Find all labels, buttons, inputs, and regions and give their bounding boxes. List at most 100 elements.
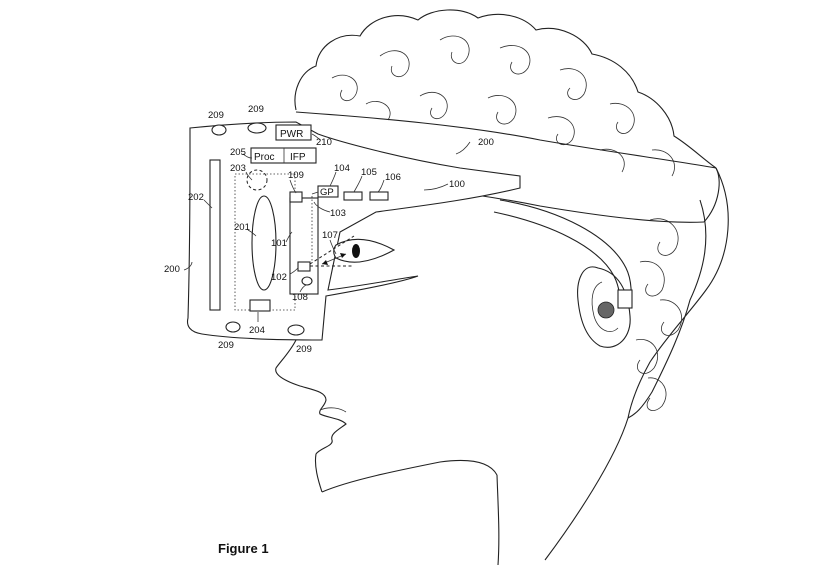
hmd-housing-outline bbox=[186, 121, 521, 341]
hair-curl-5 bbox=[559, 68, 587, 100]
ifp-label: IFP bbox=[290, 152, 306, 163]
proc-ifp-box bbox=[250, 147, 317, 164]
leader-101 bbox=[285, 231, 293, 243]
pwr-label: PWR bbox=[280, 129, 303, 140]
eye-pupil bbox=[352, 244, 360, 258]
label-202: 202 bbox=[188, 192, 204, 203]
display-panel-202 bbox=[209, 159, 221, 311]
hair-curl-11 bbox=[599, 148, 625, 173]
leader-210 bbox=[311, 133, 321, 141]
hair-back-curl-5 bbox=[646, 377, 667, 411]
view-cone bbox=[309, 235, 355, 267]
leader-109 bbox=[289, 179, 297, 194]
label-200-left: 200 bbox=[164, 264, 180, 275]
face-profile bbox=[275, 339, 347, 493]
headband-end-cap bbox=[703, 167, 720, 223]
proc-label: Proc bbox=[254, 152, 275, 163]
component-204 bbox=[249, 299, 271, 312]
label-107: 107 bbox=[322, 230, 338, 241]
label-201: 201 bbox=[234, 222, 250, 233]
gp-label: GP bbox=[320, 187, 334, 198]
leader-103 bbox=[313, 201, 331, 213]
label-105: 105 bbox=[361, 167, 377, 178]
label-101: 101 bbox=[271, 238, 287, 249]
label-109: 109 bbox=[288, 170, 304, 181]
hair-back-curl-1 bbox=[649, 218, 679, 256]
headband-upper-edge bbox=[295, 111, 717, 169]
hair-curl-9 bbox=[547, 116, 575, 146]
label-102: 102 bbox=[271, 272, 287, 283]
figure-caption: Figure 1 bbox=[218, 541, 269, 556]
label-104: 104 bbox=[334, 163, 350, 174]
label-209-bottom-left: 209 bbox=[218, 340, 234, 351]
earpiece-body bbox=[617, 289, 633, 309]
hair-curl-7 bbox=[419, 91, 448, 120]
leader-200-left bbox=[183, 261, 193, 271]
arrow-107-tail bbox=[322, 260, 328, 265]
headband bbox=[295, 111, 720, 319]
component-106 bbox=[369, 191, 389, 201]
hair-curl-8 bbox=[487, 95, 517, 125]
ear-inner bbox=[591, 281, 619, 332]
label-203: 203 bbox=[230, 163, 246, 174]
leader-201 bbox=[247, 229, 257, 237]
hair-back-curl-2 bbox=[639, 260, 665, 297]
label-200-top: 200 bbox=[478, 137, 494, 148]
label-209-top-left: 209 bbox=[208, 110, 224, 121]
earphone-speaker bbox=[597, 301, 615, 319]
lens-201 bbox=[251, 195, 277, 291]
component-108 bbox=[301, 276, 313, 286]
mount-209-bottom-left bbox=[225, 321, 241, 333]
hair-drawing bbox=[294, 9, 717, 419]
label-108: 108 bbox=[292, 292, 308, 303]
hmd-front-unit bbox=[186, 121, 521, 341]
hair-curl-6 bbox=[609, 102, 635, 134]
leader-105 bbox=[353, 175, 363, 193]
leader-104 bbox=[329, 171, 337, 187]
leader-205 bbox=[242, 153, 253, 159]
hair-curl-2 bbox=[379, 50, 410, 78]
mount-209-top-left bbox=[211, 124, 227, 136]
sensor-203 bbox=[246, 169, 268, 191]
lips-line bbox=[319, 407, 347, 413]
leader-200-top bbox=[455, 141, 471, 155]
label-204: 204 bbox=[249, 325, 265, 336]
neck-outline bbox=[496, 474, 500, 566]
hair-back-outline bbox=[627, 199, 707, 419]
hair-curl-10 bbox=[365, 101, 391, 121]
leader-102 bbox=[289, 267, 299, 275]
head-drawing bbox=[275, 167, 729, 566]
arrow-107-head bbox=[340, 253, 346, 258]
back-of-head-outline bbox=[544, 167, 729, 561]
hair-curl-12 bbox=[651, 149, 675, 177]
hair-curl-3 bbox=[439, 35, 470, 64]
leader-203 bbox=[245, 171, 253, 181]
label-106: 106 bbox=[385, 172, 401, 183]
pwr-box bbox=[275, 124, 312, 141]
camera-102 bbox=[297, 261, 311, 272]
hair-curl-1 bbox=[331, 74, 358, 102]
component-109 bbox=[289, 191, 303, 203]
jaw-line bbox=[321, 459, 498, 493]
ear-strap-inner bbox=[493, 211, 621, 309]
label-209-top-mid: 209 bbox=[248, 104, 264, 115]
mount-209-bottom-mid bbox=[287, 324, 305, 336]
label-100: 100 bbox=[449, 179, 465, 190]
label-210: 210 bbox=[316, 137, 332, 148]
label-103: 103 bbox=[330, 208, 346, 219]
hair-back-curl-4 bbox=[635, 339, 659, 374]
hair-back-curl-3 bbox=[659, 299, 683, 336]
leader-107 bbox=[329, 239, 337, 255]
mount-209-top-mid bbox=[247, 122, 267, 134]
component-105 bbox=[343, 191, 363, 201]
leader-108 bbox=[299, 284, 307, 293]
gp-box-104 bbox=[317, 185, 339, 198]
hair-curl-4 bbox=[499, 45, 531, 75]
arrow-to-gp bbox=[311, 191, 319, 195]
eye-outline bbox=[333, 238, 396, 263]
leader-100 bbox=[423, 183, 449, 191]
leader-106 bbox=[377, 179, 385, 193]
leader-lines bbox=[183, 133, 471, 323]
leader-202 bbox=[203, 199, 213, 209]
